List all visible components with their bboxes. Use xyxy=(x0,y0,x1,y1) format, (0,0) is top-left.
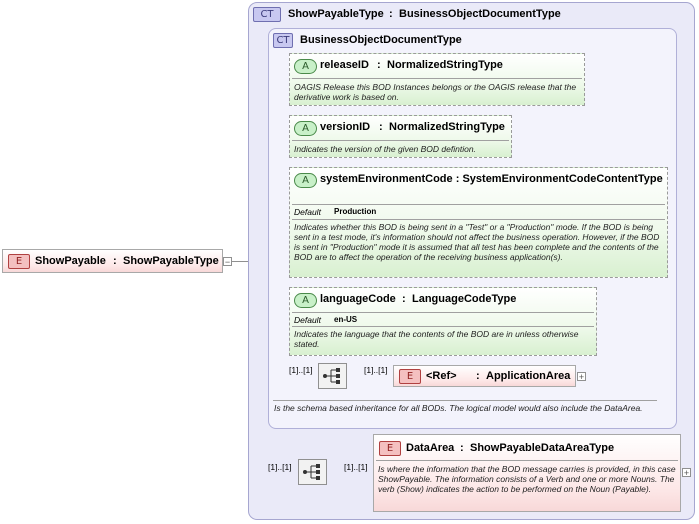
ref-name: <Ref> xyxy=(426,370,457,382)
outer-type-name: ShowPayableType xyxy=(288,8,384,20)
attribute-name: languageCode xyxy=(320,293,396,305)
ref-element-applicationarea[interactable]: E <Ref> : ApplicationArea xyxy=(393,365,576,387)
attribute-description: OAGIS Release this BOD Instances belongs… xyxy=(294,82,577,102)
attribute-type: LanguageCodeType xyxy=(412,293,517,305)
attribute-description: Indicates whether this BOD is being sent… xyxy=(294,222,660,262)
attribute-name: systemEnvironmentCode : SystemEnvironmen… xyxy=(320,173,663,185)
complex-type-extension-icon: CT xyxy=(253,7,281,22)
cardinality-label: [1]..[1] xyxy=(268,462,292,472)
ref-type: ApplicationArea xyxy=(486,370,571,382)
element-dataarea[interactable]: E DataArea : ShowPayableDataAreaType Is … xyxy=(373,434,681,512)
root-element-sep: : xyxy=(113,255,117,267)
attribute-description: Indicates the language that the contents… xyxy=(294,329,579,349)
attribute-badge: A xyxy=(294,173,317,188)
attribute-name: versionID xyxy=(320,121,371,133)
attribute-divider xyxy=(292,219,665,220)
attribute-sep: : xyxy=(377,59,381,71)
plus-icon[interactable]: + xyxy=(682,468,691,478)
minus-icon[interactable]: − xyxy=(223,257,232,267)
sequence-icon-glyph xyxy=(303,464,320,480)
outer-type-base: BusinessObjectDocumentType xyxy=(399,8,561,20)
element-divider xyxy=(376,460,678,461)
attribute-description: Indicates the version of the given BOD d… xyxy=(294,144,476,154)
attribute-divider xyxy=(292,78,582,79)
attribute-divider xyxy=(292,312,594,313)
sequence-icon-glyph xyxy=(323,368,340,384)
element-badge: E xyxy=(399,369,421,384)
root-element-type: ShowPayableType xyxy=(123,255,219,267)
connector-root-to-type xyxy=(232,261,258,262)
attribute-versionid[interactable]: A versionID : NormalizedStringType Indic… xyxy=(289,115,512,158)
default-label: Default xyxy=(294,207,321,217)
sequence-compositor-icon[interactable] xyxy=(318,363,347,389)
attribute-releaseid[interactable]: A releaseID : NormalizedStringType OAGIS… xyxy=(289,53,585,106)
attribute-divider xyxy=(292,326,594,327)
inner-type-divider xyxy=(273,400,657,401)
outer-type-sep: : xyxy=(389,8,393,20)
root-element-box[interactable]: E ShowPayable : ShowPayableType xyxy=(2,249,223,273)
plus-icon[interactable]: + xyxy=(577,372,586,382)
attribute-badge: A xyxy=(294,59,317,74)
cardinality-label: [1]..[1] xyxy=(364,365,388,375)
element-badge: E xyxy=(8,254,30,269)
root-element-name: ShowPayable xyxy=(35,255,106,267)
attribute-badge: A xyxy=(294,293,317,308)
attribute-type: NormalizedStringType xyxy=(389,121,505,133)
default-label: Default xyxy=(294,315,321,325)
attribute-languagecode[interactable]: A languageCode : LanguageCodeType Defaul… xyxy=(289,287,597,356)
inner-type-name: BusinessObjectDocumentType xyxy=(300,34,462,46)
attribute-sep: : xyxy=(379,121,383,133)
sequence-compositor-icon[interactable] xyxy=(298,459,327,485)
element-description: Is where the information that the BOD me… xyxy=(378,464,676,494)
dataarea-sep: : xyxy=(460,442,464,454)
default-value: en-US xyxy=(334,315,358,324)
element-badge: E xyxy=(379,441,401,456)
cardinality-label: [1]..[1] xyxy=(344,462,368,472)
attribute-badge: A xyxy=(294,121,317,136)
attribute-type: NormalizedStringType xyxy=(387,59,503,71)
attribute-name: releaseID xyxy=(320,59,369,71)
cardinality-label: [1]..[1] xyxy=(289,365,313,375)
dataarea-type: ShowPayableDataAreaType xyxy=(470,442,615,454)
inner-type-description: Is the schema based inheritance for all … xyxy=(274,403,643,413)
attribute-systemenvironmentcode[interactable]: A systemEnvironmentCode : SystemEnvironm… xyxy=(289,167,668,278)
ref-sep: : xyxy=(476,370,480,382)
complex-type-icon: CT xyxy=(273,33,293,48)
dataarea-name: DataArea xyxy=(406,442,455,454)
attribute-sep: : xyxy=(402,293,406,305)
attribute-divider xyxy=(292,204,665,205)
default-value: Production xyxy=(334,207,377,216)
attribute-divider xyxy=(292,140,509,141)
